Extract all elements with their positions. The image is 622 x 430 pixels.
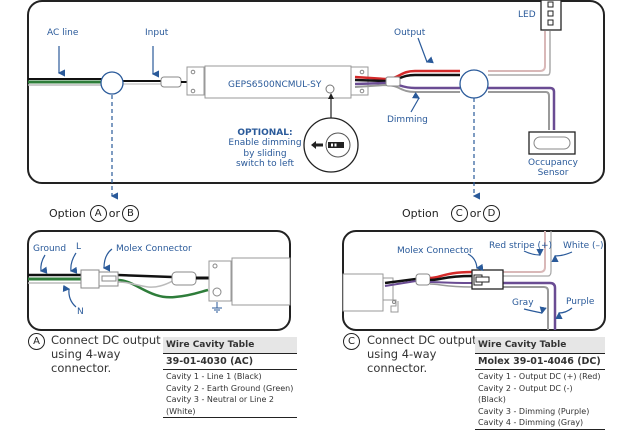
option-badge-b[interactable]: B — [121, 205, 139, 222]
purple-label: Purple — [566, 297, 595, 307]
wire-cavity-table-dc: Wire Cavity Table Molex 39-01-4046 (DC) … — [475, 337, 605, 430]
note-badge-c: C — [343, 333, 360, 350]
molex-connector-label-left: Molex Connector — [116, 244, 192, 254]
note-right-line-3: connector. — [367, 361, 428, 375]
molex-connector-label-right: Molex Connector — [397, 246, 473, 256]
driver-end-ac — [208, 257, 291, 306]
input-wire — [120, 76, 195, 88]
callout-circle-input[interactable] — [100, 71, 124, 95]
note-left-line-2: using 4-way — [51, 347, 121, 361]
note-right-line-2: using 4-way — [367, 347, 437, 361]
option-badge-c[interactable]: C — [450, 205, 468, 222]
optional-line-1: Enable dimming — [228, 138, 301, 148]
option-prefix-left: Option — [49, 207, 86, 220]
input-label: Input — [145, 28, 169, 38]
option-a-or-b: Option A or B — [49, 205, 139, 222]
driver-model-label: GEPS6500NCMUL-SY — [228, 80, 322, 90]
table-row: Cavity 1 - Line 1 (Black) — [166, 372, 262, 381]
detail-right-wires — [384, 231, 557, 330]
table-header: Wire Cavity Table — [475, 337, 605, 354]
earth-ground-icon — [212, 302, 222, 313]
dimming-switch-port — [325, 84, 335, 94]
option-joiner-right: or — [469, 207, 481, 220]
input-bracket — [186, 66, 205, 96]
note-right-line-1: Connect DC output — [367, 333, 477, 347]
table-row: Cavity 4 - Dimming (Gray) — [475, 417, 605, 430]
table-header: Wire Cavity Table — [163, 337, 297, 354]
ground-label: Ground — [33, 244, 66, 254]
neutral-label: N — [77, 307, 84, 317]
option-c-or-d: Option C or D — [402, 205, 500, 222]
note-left-line-1: Connect DC output — [51, 333, 161, 347]
occupancy-sensor-label: Occupancy — [528, 158, 579, 168]
white-label: White (–) — [563, 241, 604, 251]
occupancy-sensor-label-2: Sensor — [538, 168, 569, 178]
gray-label: Gray — [512, 298, 534, 308]
callout-circle-output[interactable] — [459, 69, 489, 99]
driver-body — [204, 65, 352, 99]
table-row: Cavity 2 - Output DC (-) (Black) — [478, 383, 573, 405]
note-left: A Connect DC output using 4-way connecto… — [28, 333, 161, 375]
table-part-number: Molex 39-01-4046 (DC) — [475, 354, 605, 370]
option-prefix-right: Option — [402, 207, 439, 220]
note-badge-a: A — [28, 333, 45, 350]
ac-line-label: AC line — [47, 28, 79, 38]
optional-line-2: by sliding — [243, 149, 286, 159]
dimming-label: Dimming — [387, 115, 428, 125]
slide-left-arrow-icon — [311, 141, 323, 149]
table-part-number: 39-01-4030 (AC) — [163, 354, 297, 370]
output-wires — [354, 31, 556, 130]
option-badge-d[interactable]: D — [482, 205, 500, 222]
led-label: LED — [518, 10, 536, 20]
occupancy-sensor — [528, 131, 576, 155]
note-right: C Connect DC output using 4-way connecto… — [343, 333, 477, 375]
top-panel-frame — [27, 0, 605, 184]
table-row: Cavity 1 - Output DC (+) (Red) — [478, 372, 601, 381]
optional-line-3: switch to left — [236, 159, 295, 169]
table-row: Cavity 2 - Earth Ground (Green) — [166, 383, 294, 393]
option-badge-a[interactable]: A — [89, 205, 107, 222]
red-stripe-label: Red stripe (+) — [489, 241, 552, 251]
optional-title: OPTIONAL: — [237, 128, 292, 138]
table-row: Cavity 3 - Dimming (Purple) — [478, 406, 590, 416]
led-connector — [540, 0, 562, 31]
note-left-line-3: connector. — [51, 361, 112, 375]
detail-left-wires — [28, 271, 228, 299]
driver-end-dc — [342, 273, 399, 313]
line-label: L — [76, 242, 81, 252]
table-row: Cavity 3 - Neutral or Line 2 (White) — [163, 394, 297, 418]
molex-connector-ac — [80, 269, 119, 289]
molex-connector-dc — [471, 269, 504, 290]
ac-line-wires — [28, 78, 105, 86]
wire-cavity-table-ac: Wire Cavity Table 39-01-4030 (AC) Cavity… — [163, 337, 297, 418]
option-joiner-left: or — [108, 207, 120, 220]
output-label: Output — [394, 28, 426, 38]
